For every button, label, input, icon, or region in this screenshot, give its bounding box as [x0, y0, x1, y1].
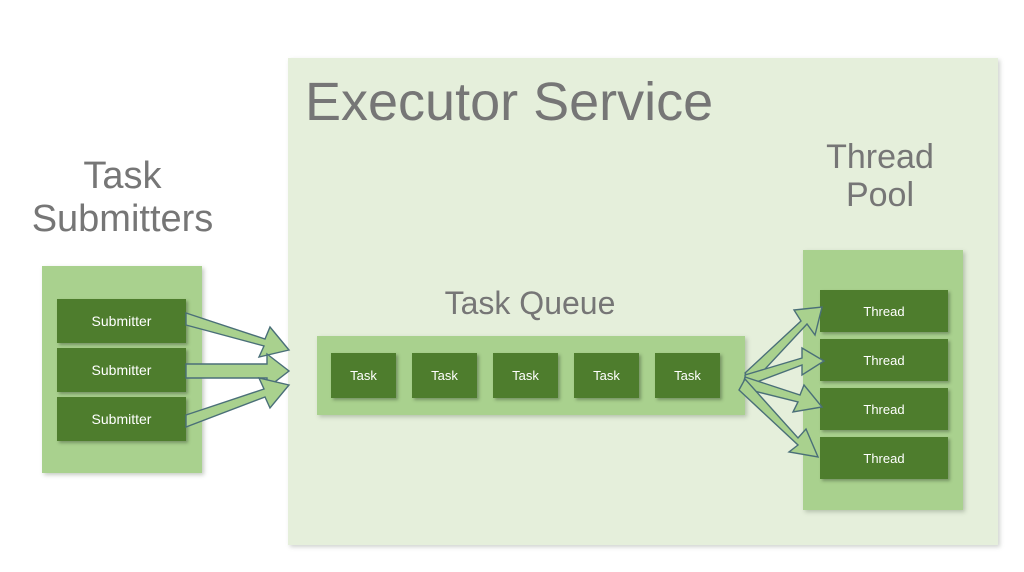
thread-box-1[interactable]: Thread: [820, 290, 948, 332]
task-box-2[interactable]: Task: [412, 353, 477, 398]
submitter-box-2[interactable]: Submitter: [57, 348, 186, 392]
task-box-1[interactable]: Task: [331, 353, 396, 398]
submitter-box-3[interactable]: Submitter: [57, 397, 186, 441]
task-box-4[interactable]: Task: [574, 353, 639, 398]
task-box-3[interactable]: Task: [493, 353, 558, 398]
submitter-box-1[interactable]: Submitter: [57, 299, 186, 343]
thread-pool-title: Thread Pool: [826, 138, 934, 215]
executor-service-title: Executor Service: [305, 72, 714, 132]
thread-box-3[interactable]: Thread: [820, 388, 948, 430]
task-queue-title: Task Queue: [444, 285, 616, 321]
task-box-5[interactable]: Task: [655, 353, 720, 398]
task-submitters-title: Task Submitters: [31, 155, 214, 240]
thread-box-2[interactable]: Thread: [820, 339, 948, 381]
thread-box-4[interactable]: Thread: [820, 437, 948, 479]
